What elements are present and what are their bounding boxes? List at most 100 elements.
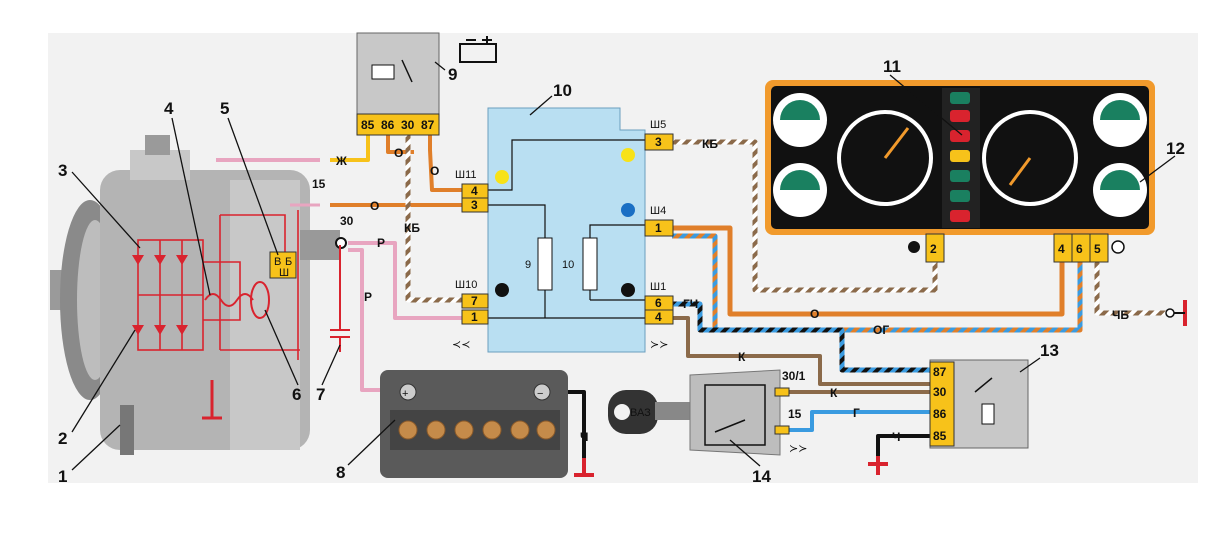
relay13-pin-30: 30 <box>933 385 947 399</box>
label-wire-kb-relay: КБ <box>404 221 420 235</box>
wire-kb-relay <box>405 135 462 303</box>
minus-icon: − <box>537 388 543 400</box>
sh4-pin-1: 1 <box>655 221 662 235</box>
callout-7: 7 <box>316 385 325 404</box>
rotor-winding <box>250 281 270 319</box>
callout-3: 3 <box>58 161 67 180</box>
callout-5: 5 <box>220 99 229 118</box>
sh10-pin-7: 7 <box>471 294 478 308</box>
relay9-pin-87: 87 <box>421 118 435 132</box>
ground-relay13 <box>868 456 888 475</box>
connector-sh11: Ш11 <box>455 169 477 181</box>
indicator-black-1 <box>495 283 509 297</box>
relay13-pin-87: 87 <box>933 365 947 379</box>
wires <box>216 135 1168 462</box>
panel-pin-5: 5 <box>1094 242 1101 256</box>
callout-12: 12 <box>1166 139 1185 158</box>
sh11-pin-4: 4 <box>471 184 478 198</box>
relay13-pin-86: 86 <box>933 407 947 421</box>
callout-11: 11 <box>883 57 901 76</box>
regulator-terminal-v: В <box>274 256 281 268</box>
plug-arrow-right: ≻≻ <box>650 339 668 351</box>
label-wire-kb-panel: КБ <box>702 137 718 151</box>
wire-r-sh10 <box>348 241 462 320</box>
wire-gch <box>672 301 930 373</box>
voltage-regulator <box>269 251 297 279</box>
ignition-switch: ВАЗ 30/1 15 ≻≻ <box>608 369 807 456</box>
diode-bridge <box>137 210 300 360</box>
sh11-pin-3: 3 <box>471 198 478 212</box>
ignition-terminal-15: 15 <box>788 407 802 421</box>
label-wire-k-ignition: К <box>830 386 838 400</box>
ignition-key-text: ВАЗ <box>630 407 651 419</box>
generator-ground <box>202 380 222 420</box>
label-wire-zh: Ж <box>335 154 347 168</box>
capacitor <box>330 245 350 352</box>
plus-icon: + <box>402 388 408 400</box>
label-wire-ch-relay: Ч <box>892 430 900 444</box>
panel-pin-2: 2 <box>930 242 937 256</box>
battery: + − <box>380 370 568 478</box>
callout-13: 13 <box>1040 341 1059 360</box>
wire-chb <box>1094 262 1168 316</box>
label-wire-o-relay: О <box>394 146 403 160</box>
label-wire-o-panel: О <box>810 307 819 321</box>
wire-o-sh11 <box>428 135 462 192</box>
resistor-10-label: 10 <box>562 259 574 271</box>
indicator-yellow-1 <box>495 170 509 184</box>
connector-sh10: Ш10 <box>455 279 477 291</box>
indicator-yellow-2 <box>621 148 635 162</box>
callout-9: 9 <box>448 65 457 84</box>
charge-warning-lamp <box>950 130 970 142</box>
callout-8: 8 <box>336 463 345 482</box>
regulator-terminal-sh: Ш <box>279 267 289 279</box>
wire-ch-relay <box>876 434 930 462</box>
sh1-pin-4: 4 <box>655 310 662 324</box>
callout-2: 2 <box>58 429 67 448</box>
callout-4: 4 <box>164 99 174 118</box>
panel-pin-6: 6 <box>1076 242 1083 256</box>
generator: В Б Ш <box>50 135 350 455</box>
generator-terminal-30 <box>300 230 340 260</box>
label-wire-r-top: Р <box>377 236 385 250</box>
label-wire-g: Г <box>853 406 860 420</box>
callout-6: 6 <box>292 385 301 404</box>
label-wire-ch-battery: Ч <box>580 430 588 444</box>
sh1-pin-6: 6 <box>655 296 662 310</box>
ground-battery <box>574 458 594 477</box>
relay13-pin-85: 85 <box>933 429 947 443</box>
callout-leaders <box>71 61 1176 471</box>
sh5-pin-3: 3 <box>655 135 662 149</box>
label-wire-og: ОГ <box>873 323 889 337</box>
label-wire-r-bottom: Р <box>364 290 372 304</box>
sh10-pin-1: 1 <box>471 310 478 324</box>
connector-sh4: Ш4 <box>650 205 666 217</box>
instrument-panel: 2 4 6 5 <box>765 80 1155 263</box>
label-terminal-30: 30 <box>340 214 354 228</box>
battery-positive-terminal <box>399 383 417 401</box>
callout-10: 10 <box>553 81 572 100</box>
relay9-pin-30: 30 <box>401 118 415 132</box>
relay-13: 87 30 86 85 <box>929 359 1029 449</box>
relay-9: 85 86 30 87 <box>356 32 440 136</box>
wire-kb-panel <box>672 139 938 293</box>
wire-g <box>788 410 930 432</box>
regulator-terminal-b: Б <box>285 256 292 268</box>
battery-symbol-icon <box>459 36 497 63</box>
label-terminal-15: 15 <box>312 177 326 191</box>
wire-o-panel <box>672 225 1065 317</box>
ignition-terminal-30-1: 30/1 <box>782 369 806 383</box>
indicator-black-2 <box>621 283 635 297</box>
resistor-10 <box>582 237 598 291</box>
label-wire-o-15: О <box>370 199 379 213</box>
label-wire-k-relay: К <box>738 350 746 364</box>
stator-winding <box>204 293 254 307</box>
relay9-pin-86: 86 <box>381 118 395 132</box>
callout-14: 14 <box>752 467 771 486</box>
resistor-9-label: 9 <box>525 259 531 271</box>
unit-10: 9 10 4 3 7 1 3 1 6 4 Ш5 Ш11 Ш4 Ш10 Ш1 ≺≺… <box>452 107 674 353</box>
relay9-pin-85: 85 <box>361 118 375 132</box>
wire-k-relay <box>672 316 930 386</box>
resistor-9 <box>537 237 553 291</box>
